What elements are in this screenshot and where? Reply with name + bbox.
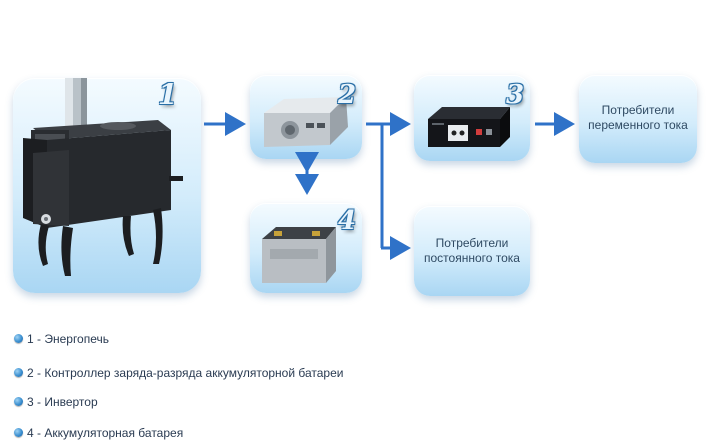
node-number-1: 1: [158, 78, 178, 111]
legend-text: 4 - Аккумуляторная батарея: [27, 425, 184, 440]
controller-icon: [264, 97, 348, 147]
node-number-2: 2: [338, 80, 357, 110]
controller-card: [250, 75, 362, 159]
dc-consumers-line1: Потребители: [435, 236, 509, 250]
inverter-card: [414, 75, 530, 161]
dc-consumers-card: Потребители постоянного тока: [414, 206, 530, 296]
node-number-4: 4: [338, 206, 357, 236]
bullet-icon: [14, 397, 23, 407]
bullet-icon: [14, 428, 23, 438]
stove-icon: [23, 78, 183, 276]
node-number-3: 3: [506, 80, 525, 110]
ac-consumers-line2: переменного тока: [588, 118, 688, 132]
dc-consumers-label: Потребители постоянного тока: [414, 236, 530, 266]
bullet-icon: [14, 334, 23, 344]
ac-consumers-line1: Потребители: [601, 103, 675, 117]
inverter-icon: [428, 107, 510, 147]
legend-item: 4 - Аккумуляторная батарея: [14, 424, 183, 440]
ac-consumers-card: Потребители переменного тока: [579, 75, 697, 163]
ac-consumers-label: Потребители переменного тока: [579, 103, 697, 133]
legend-item: 3 - Инвертор: [14, 393, 98, 409]
legend-item: 2 - Контроллер заряда-разряда аккумулято…: [14, 364, 343, 380]
battery-icon: [262, 227, 336, 283]
legend-item: 1 - Энергопечь: [14, 330, 109, 346]
stove-card: [13, 78, 201, 293]
legend-text: 3 - Инвертор: [27, 394, 98, 409]
legend-text: 2 - Контроллер заряда-разряда аккумулято…: [27, 365, 344, 380]
battery-card: [250, 203, 362, 293]
legend-text: 1 - Энергопечь: [27, 331, 110, 346]
dc-consumers-line2: постоянного тока: [424, 251, 520, 265]
bullet-icon: [14, 368, 23, 378]
